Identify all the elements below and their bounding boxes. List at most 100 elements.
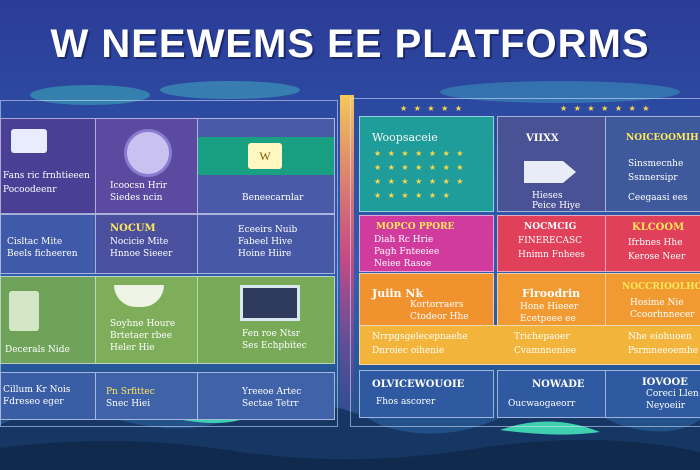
stars-decoration: ★ ★ ★ ★ ★ ★ ★ [560,104,652,113]
rating-stars: ★ ★ ★ ★ ★ ★ ★ [374,163,466,172]
card-subtext: Snec Hiei [106,399,151,409]
card-text: Hieses [532,191,563,201]
card-text: Oucwaogaeorr [508,399,576,409]
card-heading: NOCCRIOOLHO [622,282,700,292]
card-text: Pagh Fnteeiee [374,247,440,257]
left-r3c1-card[interactable]: Decerals Nide [0,276,97,364]
bowl-icon [114,285,164,307]
right-platform-panel [350,98,700,427]
card-text: Beneecarnlar [242,193,304,203]
right-r3c2-card[interactable]: Flroodrin Hone Hieeer Ecetpeee ee [497,273,607,327]
card-heading: Juiin Nk [372,287,424,300]
card-text: Sinsmecnhe [628,159,684,169]
card-text: Ssnnersipr [628,173,678,183]
card-heading: OLVICEWOUOIE [372,379,465,390]
card-subtext: Ecetpeee ee [520,314,576,324]
card-heading: NOWADE [532,379,585,390]
card-subtext: Hoine Hiire [238,249,292,259]
card-subtext: Siedes ncin [110,193,163,203]
right-r1c2-card[interactable]: VIIXX Hieses Peice Hiye [497,116,607,212]
band-text: Nhe eiohuoen [628,332,692,342]
card-subtext: Heler Hie [110,343,155,353]
card-subtext: Hnnoe Sieeer [110,249,173,259]
card-subtext: Ctodeor Hhe [410,312,469,322]
card-subtext: Neyoeiir [646,401,686,411]
left-r3c3-card[interactable]: Fen roe Ntsr Ses Echpbitec [197,276,335,364]
card-text: Hosime Nie [630,298,684,308]
arrow-icon [524,161,576,183]
left-r3c2-card[interactable]: Soyhne Houre Brtetaer rbee Heler Hie [95,276,199,364]
left-r1c3-card[interactable]: W Beneecarnlar [197,118,335,214]
band-subtext: Psrmneeoemhe [628,346,699,356]
card-text: Hone Hieeer [520,302,579,312]
card-heading: Flroodrin [522,287,581,300]
right-r4c1-card[interactable]: OLVICEWOUOIE Fhos ascorer [359,370,494,418]
card-subtext: Neiee Rasoe [374,259,432,269]
card-heading: NOCMCIG [524,222,577,232]
right-r2c2-card[interactable]: NOCMCIG FINERECASC Hnimn Fnhees [497,215,607,272]
globe-icon [124,129,172,177]
card-heading: NOICEOOMIH [626,133,699,143]
left-r2c3-card[interactable]: Eceeirs Nuib Fabeel Hive Hoine Hiire [197,214,335,274]
card-text: Fen roe Ntsr [242,329,301,339]
card-text: Fabeel Hive [238,237,293,247]
rating-stars: ★ ★ ★ ★ ★ ★ [374,191,452,200]
card-heading: MOPCO PPORE [376,222,455,232]
right-r3b-band[interactable]: Nrrpgsgelecepnaehe Dnroiec oihenie Trich… [359,325,700,365]
left-r2c1-card[interactable]: Cisltac Mite Beels ficheeren [0,214,97,274]
card-text: Brtetaer rbee [110,331,173,341]
card-text: Decerals Nide [5,345,70,355]
left-r1c1-card[interactable]: Fans ric frnhtieeen Pocoodeenr [0,118,97,214]
card-subtext: Pocoodeenr [3,185,57,195]
card-heading: IOVOOE [642,377,688,388]
card-subtext: Beels ficheeren [7,249,78,259]
card-text: Ifrbnes Hhe [628,238,683,248]
band-text: Trichepaoer [514,332,570,342]
card-text: Yreeoe Artec [242,387,302,397]
card-text: Fans ric frnhtieeen [3,171,90,181]
card-heading: VIIXX [526,133,559,144]
right-r1c3-card[interactable]: NOICEOOMIH Sinsmecnhe Ssnnersipr Ceegaas… [605,116,700,212]
band-text: Nrrpgsgelecepnaehe [372,332,468,342]
card-text: FINERECASC [518,236,583,246]
card-subtext: Kerose Neer [628,252,686,262]
card-heading: Eceeirs Nuib [238,225,298,235]
w-logo-badge-icon: W [248,143,282,169]
card-text: Icoocsn Hrir [110,181,168,191]
right-r1c1-card[interactable]: Woopsaceie ★ ★ ★ ★ ★ ★ ★ ★ ★ ★ ★ ★ ★ ★ ★… [359,116,494,212]
left-r4c2-card[interactable]: Pn Srfittec Snec Hiei [95,372,199,420]
stars-decoration: ★ ★ ★ ★ ★ [400,104,465,113]
card-text: Nocicie Mite [110,237,169,247]
left-r4c1-card[interactable]: Cillum Kr Nois Fdreseo eger [0,372,97,420]
band-subtext: Cvamnneniee [514,346,577,356]
card-heading: Soyhne Houre [110,319,176,329]
right-r3c3-card[interactable]: NOCCRIOOLHO Hosime Nie Ccoorhnnecer [605,273,700,327]
right-r2c3-card[interactable]: KLCOOM Ifrbnes Hhe Kerose Neer [605,215,700,272]
card-text: Pn Srfittec [106,387,155,397]
card-text: Cisltac Mite [7,237,63,247]
right-r4c2-card[interactable]: NOWADE Oucwaogaeorr [497,370,607,418]
card-text: Fhos ascorer [376,397,436,407]
card-text: Diah Rc Hrie [374,235,434,245]
card-subtext: Ses Echpbitec [242,341,307,351]
right-r2c1-card[interactable]: MOPCO PPORE Diah Rc Hrie Pagh Fnteeiee N… [359,215,494,272]
card-subtext: Ceegaasi ees [628,193,688,203]
card-subtext: Sectae Tetrr [242,399,299,409]
card-text: Cillum Kr Nois [3,385,71,395]
card-subtext: Hnimn Fnhees [518,250,585,260]
left-r4c3-card[interactable]: Yreeoe Artec Sectae Tetrr [197,372,335,420]
card-subtext: Ccoorhnnecer [630,310,695,320]
card-heading: NOCUM [110,223,156,234]
card-text: Coreci Llen [646,389,699,399]
left-r2c2-card[interactable]: NOCUM Nocicie Mite Hnnoe Sieeer [95,214,199,274]
right-r3c1-card[interactable]: Juiin Nk Kortorraers Ctodeor Hhe [359,273,494,327]
machine-icon [9,291,39,331]
page-title: W NEEWEMS EE PLATFORMS [50,22,650,66]
rating-stars: ★ ★ ★ ★ ★ ★ ★ [374,149,466,158]
left-r1c2-card[interactable]: Icoocsn Hrir Siedes ncin [95,118,199,214]
card-heading: Woopsaceie [372,131,438,144]
right-r4c3-card[interactable]: IOVOOE Coreci Llen Neyoeiir [605,370,700,418]
device-icon [11,129,47,153]
card-heading: KLCOOM [632,222,685,233]
card-subtext: Peice Hiye [532,201,581,211]
